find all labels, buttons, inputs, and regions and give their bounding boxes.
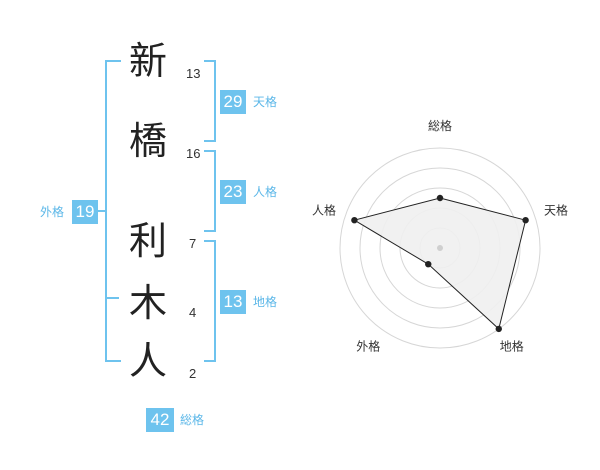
surname-char-2-strokes: 16 [186, 146, 201, 161]
radar-point-3 [495, 325, 502, 333]
chikaku-label: 地格 [253, 295, 278, 309]
gaikaku-label: 外格 [40, 205, 65, 219]
surname-char-1: 新 [128, 39, 167, 83]
gaikaku-value: 19 [72, 200, 98, 224]
tenkaku-bracket [204, 60, 216, 142]
jinkaku-value: 23 [220, 180, 246, 204]
radar-axis-label-5: 人格 [312, 202, 336, 217]
surname-char-2: 橋 [128, 119, 167, 163]
radar-axis-label-1: 総格 [428, 118, 452, 133]
chikaku-value: 13 [220, 290, 246, 314]
tenkaku-value: 29 [220, 90, 246, 114]
radar-center-dot [437, 245, 443, 251]
radar-point-4 [425, 260, 432, 268]
radar-point-2 [522, 216, 529, 224]
given-char-2-strokes: 4 [189, 305, 197, 320]
gaikaku-bracket-divider [105, 297, 119, 299]
radar-axis-label-3: 地格 [500, 339, 524, 354]
radar-area [353, 197, 527, 330]
radar-grid-ring [359, 167, 521, 329]
tenkaku-label: 天格 [253, 95, 278, 109]
jinkaku-bracket [204, 150, 216, 232]
radar-point-5 [351, 216, 358, 224]
given-char-2: 木 [128, 281, 167, 325]
soukaku-label: 総格 [180, 413, 205, 427]
chikaku-bracket [204, 240, 216, 362]
soukaku-value: 42 [146, 408, 174, 432]
surname-char-1-strokes: 13 [186, 66, 201, 81]
gaikaku-bracket [105, 60, 121, 362]
given-char-1: 利 [128, 219, 167, 263]
jinkaku-label: 人格 [253, 185, 278, 199]
radar-axis-label-2: 天格 [544, 202, 568, 217]
radar-points [351, 194, 529, 333]
given-char-3-strokes: 2 [189, 366, 197, 381]
gaikaku-bracket-tick [96, 210, 105, 212]
radar-axis-label-4: 外格 [356, 339, 380, 354]
radar-grid-ring [339, 147, 541, 349]
given-char-3: 人 [128, 339, 167, 383]
given-char-1-strokes: 7 [189, 236, 197, 251]
radar-point-1 [436, 194, 444, 202]
